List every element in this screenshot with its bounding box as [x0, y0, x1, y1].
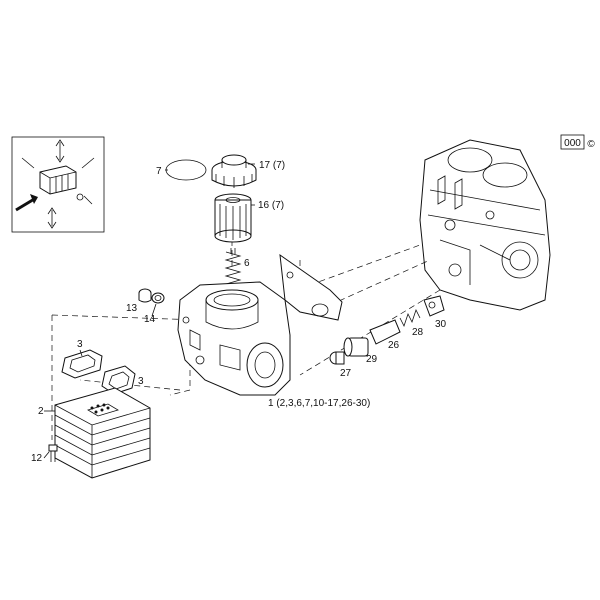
callout-16: 16 (7) [258, 200, 284, 211]
filter-element-part [214, 193, 252, 243]
filter-cap-part [211, 154, 257, 188]
spring-part [224, 248, 242, 285]
callout-6: 6 [244, 258, 250, 269]
oil-cooler-part [54, 387, 151, 479]
callout-26: 26 [388, 340, 400, 351]
callout-17: 17 (7) [259, 160, 285, 171]
callout-30: 30 [435, 319, 447, 330]
callout-12: 12 [31, 453, 43, 464]
bracket-part [279, 253, 343, 321]
callout-14: 14 [144, 314, 156, 325]
oil-filter-housing-part [177, 281, 291, 396]
plug-part [329, 351, 345, 365]
callout-27: 27 [340, 368, 352, 379]
valve-sleeve-part [343, 337, 369, 357]
callout-1: 1 (2,3,6,7,10-17,26-30) [268, 398, 370, 409]
valve-piston-part [369, 319, 401, 345]
gasket-part-right [101, 365, 136, 395]
valve-spring-part [399, 308, 421, 328]
callout-2: 2 [38, 406, 44, 417]
callout-29: 29 [366, 354, 378, 365]
document-code: 000 [564, 138, 581, 149]
orientation-inset [11, 136, 105, 233]
fitting-part [138, 288, 152, 303]
bolt-part [48, 444, 58, 462]
engine-block [419, 139, 551, 311]
document-code-badge: 000 © [560, 134, 595, 150]
callout-leaders [43, 163, 255, 459]
copyright-symbol: © [587, 139, 595, 150]
seal-ring-part [151, 292, 165, 304]
inset-filter-block-icon [39, 165, 84, 201]
valve-cap-part [423, 295, 445, 317]
callout-3-left: 3 [77, 339, 83, 350]
callout-28: 28 [412, 327, 424, 338]
callout-13: 13 [126, 303, 138, 314]
part-callouts: 7 17 (7) 16 (7) 6 13 14 3 3 2 12 28 30 2… [31, 160, 447, 464]
callout-7: 7 [156, 166, 162, 177]
gasket-part-left [61, 349, 103, 379]
callout-3-right: 3 [138, 376, 144, 387]
o-ring-part [165, 159, 207, 181]
inset-arrows [15, 139, 95, 229]
